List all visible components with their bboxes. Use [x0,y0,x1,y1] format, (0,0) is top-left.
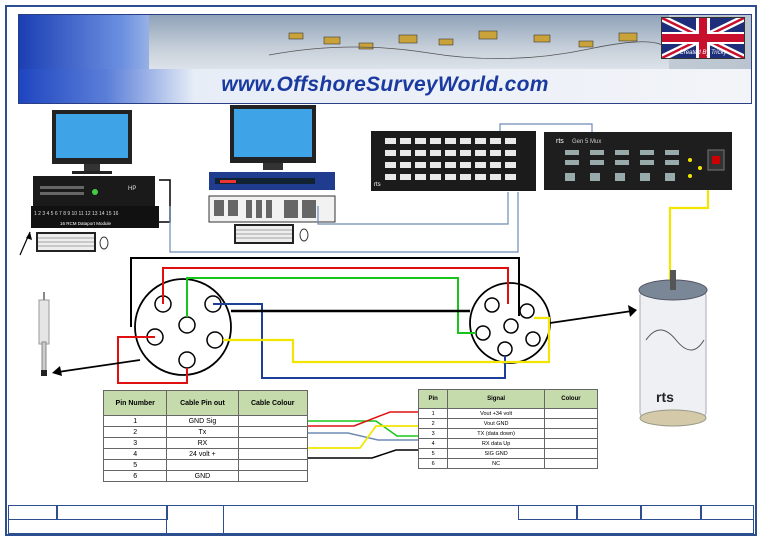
mux-title: Gen 5 Mux [572,139,601,145]
mux-brand: rts [556,138,564,145]
col-cable-colour: Cable Colour [237,390,308,416]
col-pin: Pin [417,389,449,409]
left-6pin-connector [134,278,232,376]
rts-subsea-device: rts [638,270,708,427]
computer-tower-hp: HP [33,176,155,206]
drawing-title-block [8,505,754,534]
device-brand: rts [656,389,674,405]
union-flag-logo: Created By Tricky [661,17,745,59]
seabed-equipment-illustration [268,30,670,60]
rcm-dataport-module: 1 2 3 4 5 6 7 8 9 10 11 12 13 14 15 16 1… [31,206,159,228]
banner-photo [149,15,670,71]
keyboard-right-icon [234,224,309,244]
serial-patch-panel: rts [371,131,536,191]
col-signal: Signal [447,389,545,409]
flag-caption: Created By Tricky [679,50,727,56]
monitor-right [230,105,316,170]
union-jack-icon [662,18,744,58]
banner-url-strip: www.OffshoreSurveyWorld.com [19,69,751,103]
header-banner: www.OffshoreSurveyWorld.com Created By T… [18,14,752,104]
hp-brand-label: HP [128,186,136,192]
col-pin-number: Pin Number [102,390,168,416]
col-colour: Colour [543,389,599,409]
keyboard-left-icon [36,232,109,252]
site-url-link[interactable]: www.OffshoreSurveyWorld.com [221,73,549,96]
right-6pin-connector [469,282,551,364]
monitor-left [52,110,132,174]
dataport-module-label: 16 RCM Dataport Module [60,221,112,226]
gen5-mux-unit: rts Gen 5 Mux [544,132,732,190]
page-frame [5,5,757,536]
rack-server [208,172,336,223]
table-row: 5 [102,459,308,471]
col-cable-pin-out: Cable Pin out [166,390,239,416]
syringe-icon [38,292,50,376]
patch-panel-brand: rts [374,182,381,188]
svg-text:1 2 3 4 5 6 7 8 9 10 11 12 13: 1 2 3 4 5 6 7 8 9 10 11 12 13 14 15 16 [34,211,119,217]
